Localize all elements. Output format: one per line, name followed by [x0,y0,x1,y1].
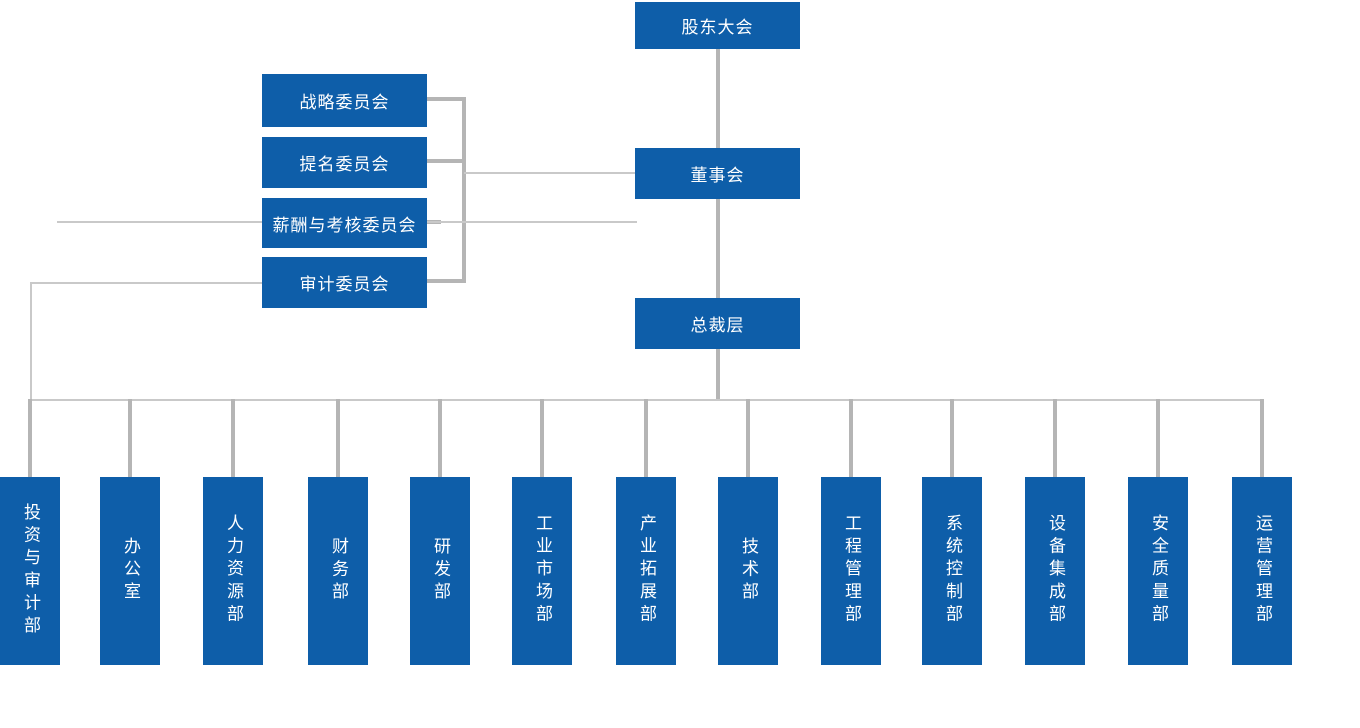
node-dept-system-control: 系统控制部 [922,477,982,665]
node-dept-finance: 财务部 [308,477,368,665]
node-audit-committee: 审计委员会 [262,257,427,308]
node-dept-safety-quality: 安全质量部 [1128,477,1188,665]
connector-nomination-stub [427,159,464,163]
node-board-of-directors: 董事会 [635,148,800,199]
node-dept-office: 办公室 [100,477,160,665]
connector-drop-equipment-integration [1053,399,1057,477]
connector-board-to-president [716,199,720,298]
connector-president-to-bar [716,349,720,400]
connector-drop-rnd [438,399,442,477]
connector-drop-technology [746,399,750,477]
node-strategy-committee: 战略委员会 [262,74,427,127]
node-dept-industrial-market: 工业市场部 [512,477,572,665]
node-dept-engineering-mgmt: 工程管理部 [821,477,881,665]
node-dept-operations-mgmt: 运营管理部 [1232,477,1292,665]
node-shareholders-meeting: 股东大会 [635,2,800,49]
connector-drop-operations-mgmt [1260,399,1264,477]
connector-spine-to-board [464,172,637,174]
node-dept-investment-audit: 投资与审计部 [0,477,60,665]
node-dept-technology: 技术部 [718,477,778,665]
connector-shareholders-to-board [716,49,720,148]
connector-audit-down-line [30,282,32,400]
node-remuneration-assessment-committee: 薪酬与考核委员会 [262,198,427,248]
node-nomination-committee: 提名委员会 [262,137,427,188]
connector-drop-industry-expansion [644,399,648,477]
connector-drop-engineering-mgmt [849,399,853,477]
connector-drop-system-control [950,399,954,477]
node-dept-rnd: 研发部 [410,477,470,665]
node-president-level: 总裁层 [635,298,800,349]
node-dept-equipment-integration: 设备集成部 [1025,477,1085,665]
connector-drop-investment-audit [28,399,32,477]
connector-audit-left-line [30,282,262,284]
connector-strategy-stub [427,97,464,101]
connector-audit-stub [427,279,464,283]
connector-drop-finance [336,399,340,477]
node-dept-human-resources: 人力资源部 [203,477,263,665]
connector-drop-industrial-market [540,399,544,477]
node-dept-industry-expansion: 产业拓展部 [616,477,676,665]
connector-drop-human-resources [231,399,235,477]
connector-drop-office [128,399,132,477]
connector-drop-safety-quality [1156,399,1160,477]
connector-committee-spine [462,97,466,283]
